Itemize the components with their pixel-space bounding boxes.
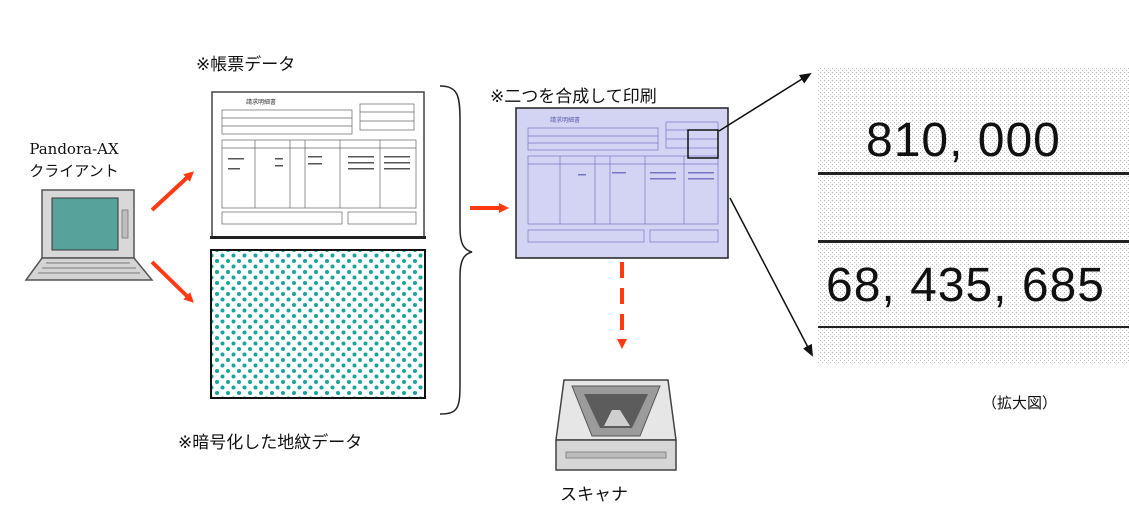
composite-print-label: ※二つを合成して印刷 [490,87,657,107]
client-label-line1: Pandora-AX [29,140,119,158]
form-title-text: 請求明細書 [246,98,276,106]
grouping-brace [439,85,473,415]
zoom-caption: （拡大図） [982,394,1058,412]
encrypted-pattern-label: ※暗号化した地紋データ [178,433,363,453]
client-label-line2: クライアント [29,162,119,180]
client-label: Pandora-AX クライアント [12,138,136,182]
form-data-label: ※帳票データ [196,55,296,75]
zoom-value-top: 810, 000 [866,114,1061,167]
composite-document: 請求明細書 [515,107,729,259]
arrow-client-to-pattern [150,260,194,303]
zoom-panel [818,68,1129,364]
zoom-region-marker [687,129,719,159]
scanner-label: スキャナ [560,485,628,505]
encrypted-pattern [210,249,426,399]
zoom-line-bottom [729,197,813,357]
arrow-client-to-form [150,171,194,212]
zoom-value-bottom: 68, 435, 685 [826,259,1105,312]
svg-text:請求明細書: 請求明細書 [550,116,580,124]
scanner-icon [555,379,677,471]
form-document: 請求明細書 [210,91,426,239]
zoom-line-top [718,72,812,132]
laptop-icon [24,189,154,281]
